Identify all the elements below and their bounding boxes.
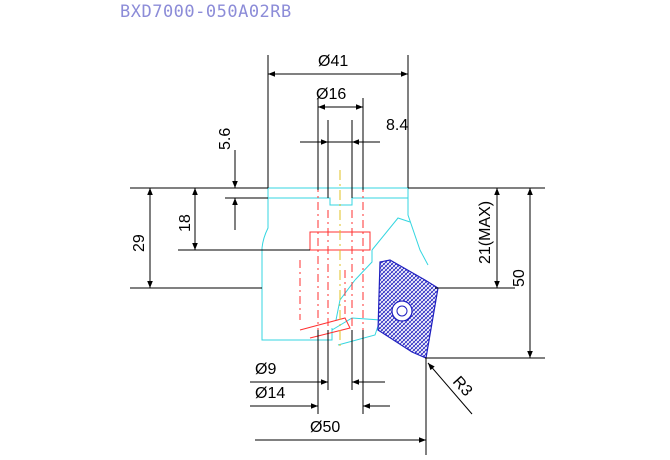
dim-label-d16: Ø16 [316, 86, 346, 103]
dimension-d14: Ø14 [250, 330, 390, 414]
hidden-lines [299, 130, 371, 380]
cutting-insert [377, 259, 439, 359]
dim-label-r3: R3 [449, 373, 475, 400]
dimension-d50: Ø50 [255, 358, 427, 455]
dimension-50: 50 [425, 188, 545, 359]
dimension-r3: R3 [427, 362, 475, 415]
dim-label-8-4: 8.4 [386, 117, 408, 134]
dim-label-50: 50 [511, 269, 528, 287]
dim-label-d14: Ø14 [255, 385, 285, 402]
dim-label-21max: 21(MAX) [477, 201, 494, 264]
dim-label-d41: Ø41 [318, 53, 348, 70]
dimension-d41: Ø41 [267, 53, 409, 188]
dimension-29: 29 [130, 187, 268, 289]
dim-label-d50: Ø50 [310, 419, 340, 436]
dimension-5-6: 5.6 [217, 128, 268, 230]
dim-label-29: 29 [131, 234, 148, 252]
dimension-18: 18 [177, 188, 310, 251]
dimension-8-4: 8.4 [300, 117, 408, 198]
dim-label-5-6: 5.6 [217, 128, 234, 150]
dimension-21max: 21(MAX) [408, 187, 545, 289]
dim-label-d9: Ø9 [255, 361, 276, 378]
dimension-d16: Ø16 [316, 86, 364, 190]
drawing-title: BXD7000-050A02RB [120, 2, 292, 22]
dim-label-18: 18 [177, 214, 194, 232]
dimension-d9: Ø9 [250, 330, 385, 390]
